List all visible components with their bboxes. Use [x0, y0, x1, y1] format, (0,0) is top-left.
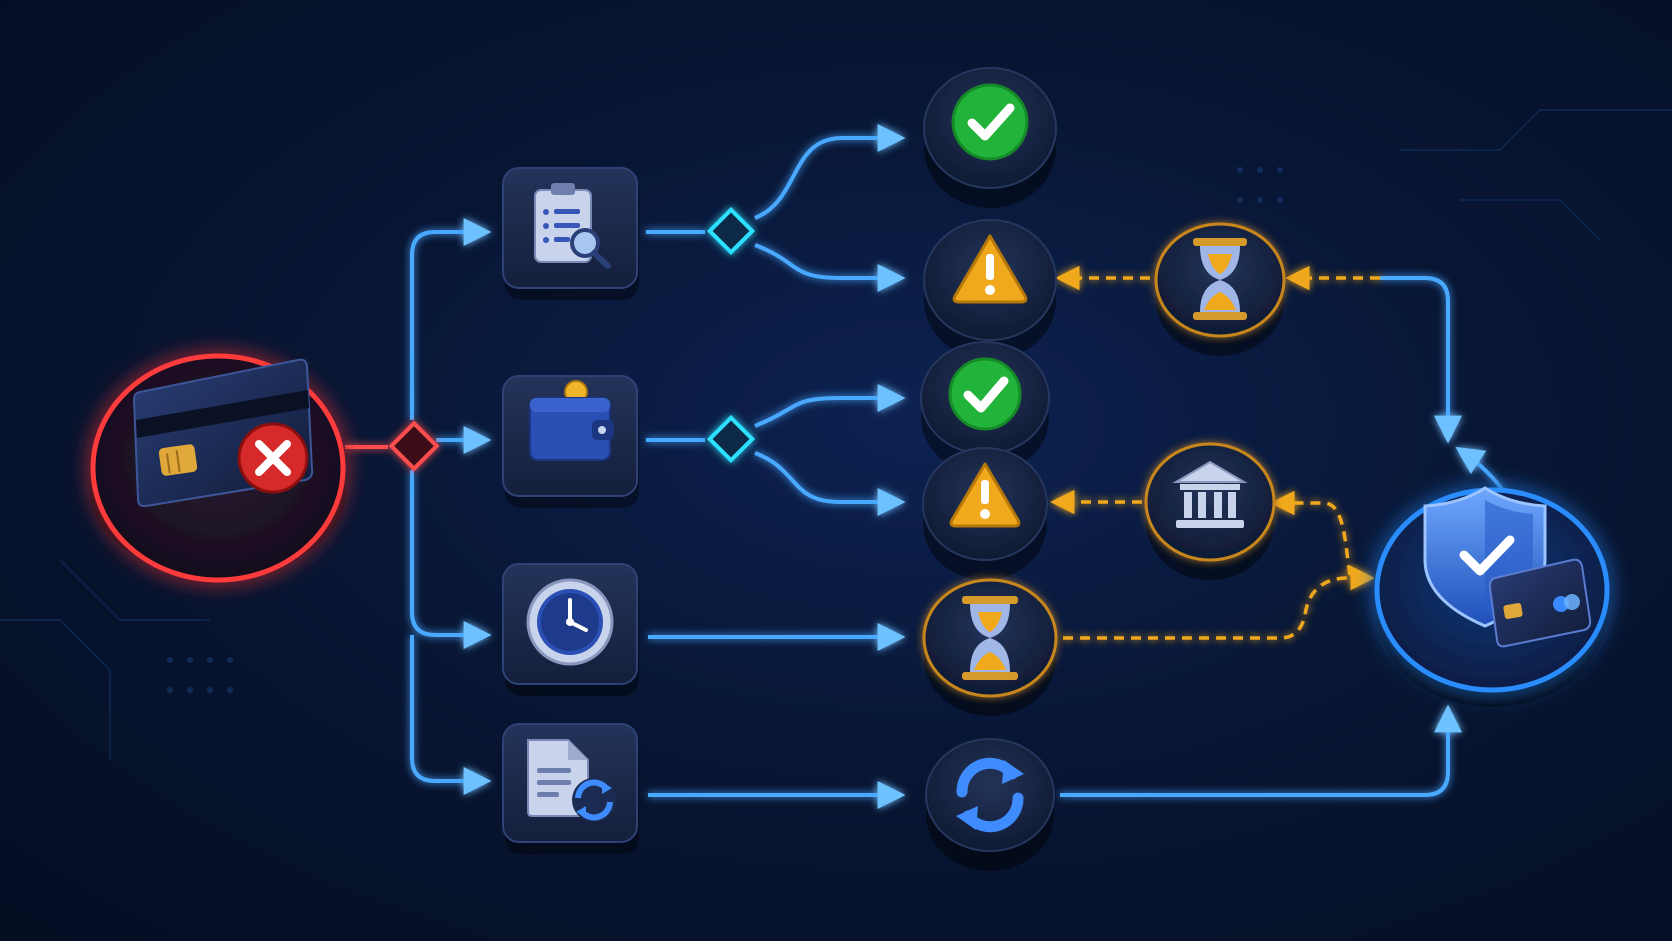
- hourglass-icon: [1193, 238, 1247, 320]
- intermediate-bank: [1144, 442, 1276, 580]
- hourglass-icon: [962, 596, 1018, 680]
- connector-decision2-success: [754, 384, 906, 428]
- connector-decision1-success: [754, 124, 906, 220]
- connector-decision2-warning: [754, 451, 906, 516]
- decision-diamond-review: [706, 206, 756, 256]
- circuit-decoration: [0, 109, 1672, 760]
- path-tile-wallet[interactable]: [502, 375, 639, 508]
- secure-payment-shield-icon: [1423, 486, 1592, 648]
- path-tile-review[interactable]: [502, 167, 639, 300]
- target-node-secure-payment[interactable]: [1374, 486, 1610, 707]
- connector-trunk-retry: [410, 470, 492, 649]
- decision-diamond-wallet: [706, 414, 756, 464]
- outcome-wallet-success: [920, 341, 1050, 474]
- declined-credit-card-icon: [132, 358, 314, 508]
- connector-trunk: [410, 218, 492, 420]
- bank-icon: [1172, 460, 1248, 528]
- warning-icon: [949, 462, 1021, 528]
- connector-decision1-warning: [754, 243, 906, 292]
- warning-icon: [952, 234, 1028, 304]
- pending-connectors: [1050, 265, 1380, 640]
- dashed-target-bank: [1270, 490, 1352, 576]
- split-diamond: [388, 420, 440, 472]
- outcome-review-success: [923, 67, 1057, 208]
- clipboard-search-icon: [534, 183, 611, 269]
- flow-connectors: [345, 124, 1517, 809]
- dashed-hourglass3-target: [1063, 565, 1375, 640]
- clock-icon: [526, 578, 614, 666]
- outcome-update-refresh: [925, 738, 1055, 871]
- connector-trunk-update: [410, 635, 492, 795]
- outcome-retry-pending: [922, 578, 1058, 716]
- source-node-declined-card[interactable]: [90, 353, 346, 583]
- refresh-icon: [956, 757, 1024, 833]
- connector-refresh-target: [1060, 704, 1462, 797]
- path-tile-retry[interactable]: [502, 563, 639, 696]
- outcome-review-warning: [923, 219, 1057, 360]
- wallet-icon: [529, 380, 614, 461]
- success-check-icon: [951, 83, 1029, 161]
- connector-hourglass-target: [1380, 276, 1462, 444]
- path-tile-update[interactable]: [502, 723, 639, 854]
- outcome-wallet-warning: [922, 447, 1048, 580]
- success-check-icon: [948, 357, 1022, 431]
- document-refresh-icon: [527, 739, 616, 822]
- dot-grid-decoration: [167, 167, 1283, 693]
- intermediate-hourglass: [1154, 222, 1286, 356]
